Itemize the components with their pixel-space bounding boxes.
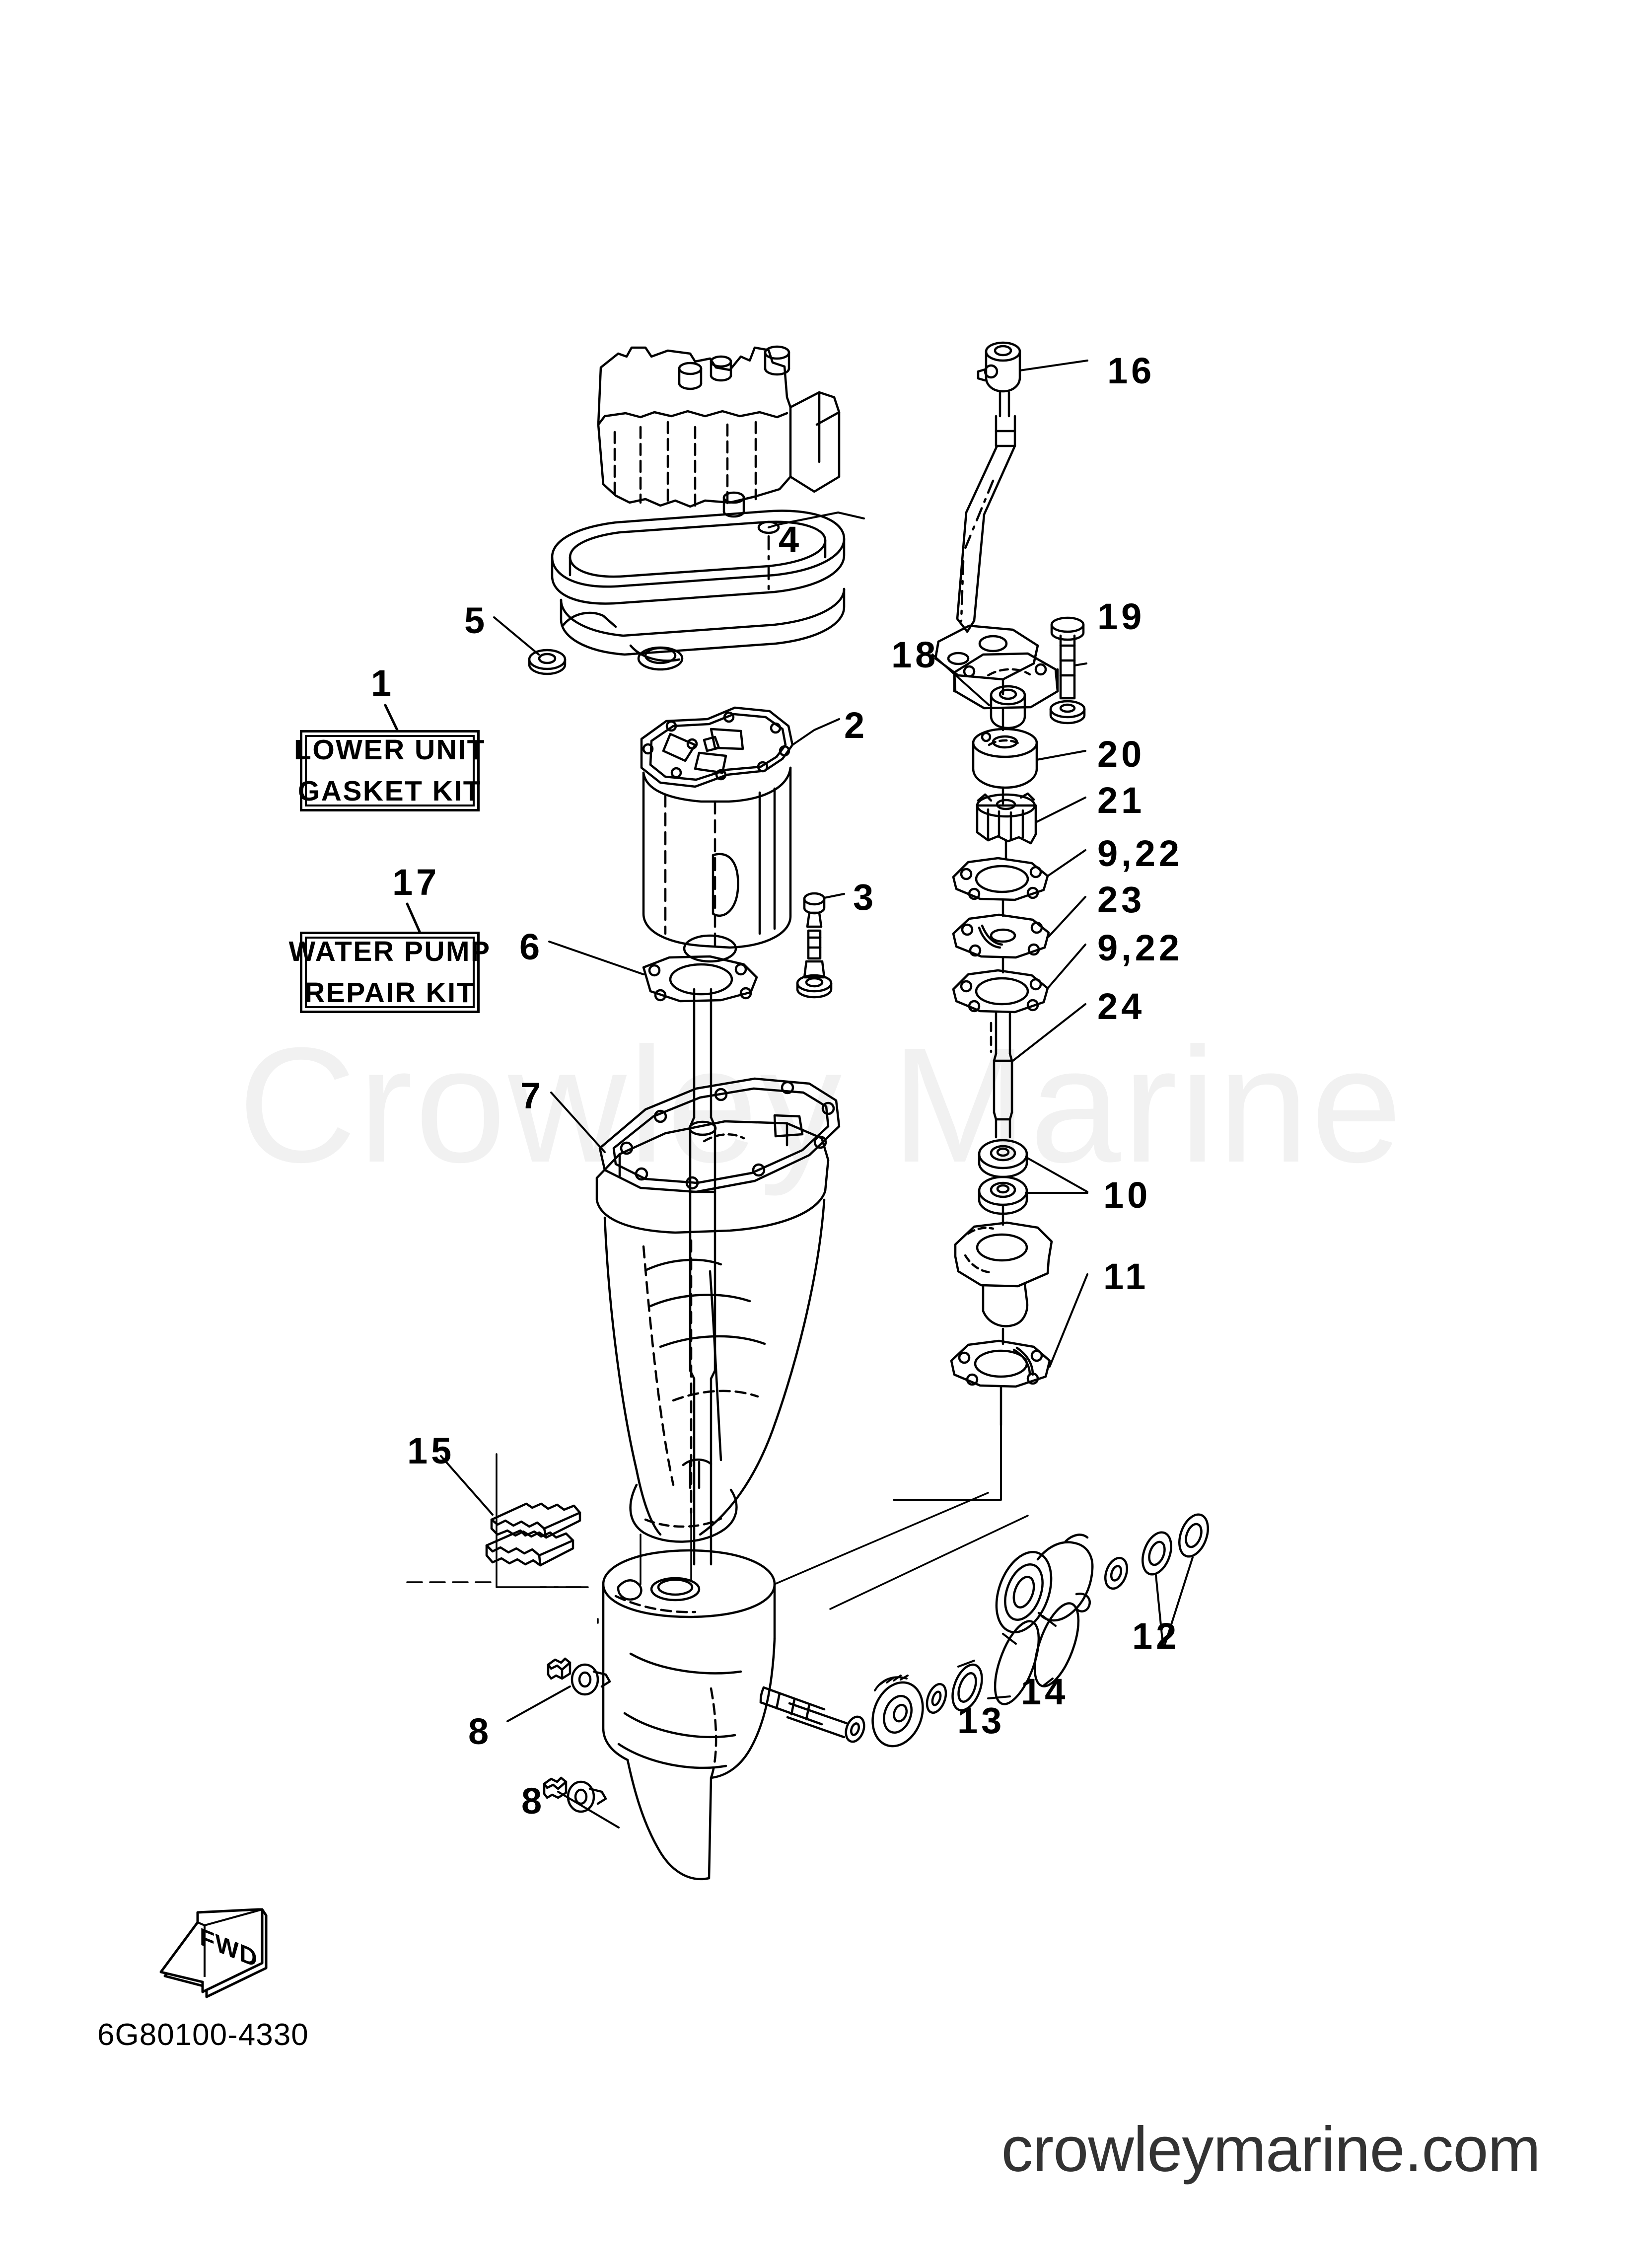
callout-number: 12	[1132, 1615, 1180, 1657]
callout-number: 5	[464, 600, 489, 641]
kit-label-line-2: GASKET KIT	[297, 775, 482, 807]
fwd-orientation-badge: FWD	[144, 1890, 303, 2004]
midsection-housing	[595, 1120, 830, 1543]
screw-washer-8-upper	[547, 1657, 611, 1696]
callout-number: 21	[1097, 780, 1145, 821]
kit-label-line-2: REPAIR KIT	[304, 977, 475, 1009]
callout-number: 8	[468, 1711, 493, 1752]
kit-label-line-1: LOWER UNIT	[294, 734, 486, 766]
kit-label-line-1: WATER PUMP	[288, 936, 491, 968]
water-pump-base-gasket-6	[642, 955, 758, 1003]
callout-number: 24	[1097, 986, 1145, 1027]
casing-gasket-7	[598, 1077, 841, 1193]
propshaft-assembly	[786, 1513, 1209, 1748]
callout-number: 13	[957, 1700, 1005, 1741]
upper-casing-gasket-2	[640, 706, 794, 788]
callout-number: 19	[1097, 596, 1145, 637]
callout-number: 11	[1103, 1256, 1149, 1297]
site-footer-url: crowleymarine.com	[1001, 2114, 1541, 2185]
callout-number: 23	[1097, 879, 1145, 920]
drive-shaft	[688, 988, 717, 1566]
washer-5	[528, 649, 567, 675]
gearcase-lower-unit	[602, 1549, 826, 1881]
water-pump-repair-kit-label: WATER PUMP REPAIR KIT	[288, 932, 490, 1013]
callout-number: 9,22	[1097, 833, 1183, 874]
callout-number: 14	[1021, 1671, 1069, 1712]
callout-number: 20	[1097, 733, 1145, 775]
callout-number: 17	[392, 862, 440, 903]
diagram-part-number: 6G80100-4330	[97, 2018, 309, 2052]
callout-number: 16	[1107, 350, 1155, 391]
callout-number: 1	[371, 662, 395, 704]
anode-keys-15	[485, 1502, 581, 1567]
engine-block-illustration	[597, 345, 841, 518]
callout-number: 6	[519, 926, 544, 967]
callout-number: 8	[521, 1780, 546, 1822]
pin-3	[796, 892, 833, 999]
lower-unit-gasket-kit-label: LOWER UNIT GASKET KIT	[294, 730, 484, 811]
callout-number: 15	[407, 1430, 455, 1471]
callout-number: 9,22	[1097, 927, 1183, 968]
water-pump-stack	[950, 652, 1059, 1427]
upper-casing-gasket-4	[551, 510, 846, 671]
callout-number: 2	[844, 705, 868, 746]
upper-casing-body	[642, 766, 792, 963]
callout-number: 7	[520, 1075, 545, 1116]
callout-number: 3	[853, 877, 877, 918]
callout-number: 18	[891, 634, 939, 675]
callout-number: 10	[1103, 1174, 1151, 1216]
callout-number: 4	[779, 519, 803, 560]
shift-rod-assembly	[934, 341, 1086, 730]
screw-washer-8-lower	[543, 1776, 607, 1813]
crowley-marine-watermark: Crowley Marine	[238, 1013, 1404, 1196]
